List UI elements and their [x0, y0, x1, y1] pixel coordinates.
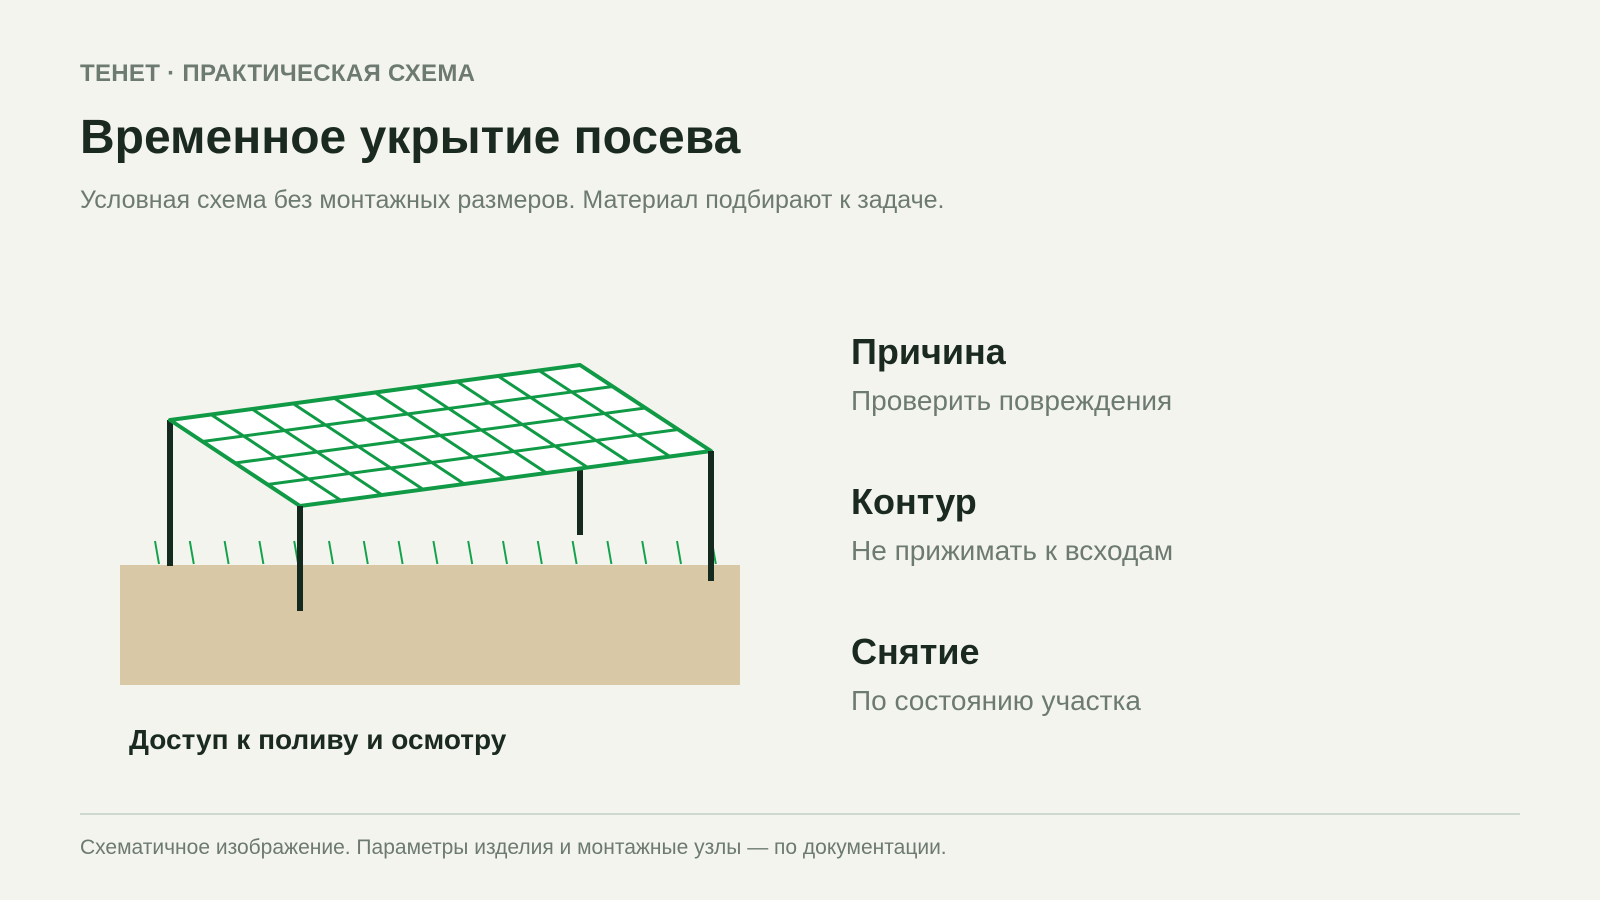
- seedling: [223, 540, 230, 565]
- seedling: [641, 540, 648, 565]
- seedling: [362, 540, 369, 565]
- seedling: [606, 540, 613, 565]
- seedling: [676, 540, 682, 565]
- seedling: [467, 540, 474, 565]
- info-text: Не прижимать к всходам: [851, 535, 1174, 566]
- seedling: [397, 540, 404, 565]
- net-line-long: [202, 385, 613, 443]
- seedling: [571, 540, 578, 565]
- seedling: [188, 540, 195, 565]
- seedlings: [154, 540, 717, 565]
- info-list: Причина Проверить повреждения Контур Не …: [851, 330, 1491, 780]
- info-heading: Причина: [851, 331, 1006, 372]
- info-heading: Снятие: [851, 631, 980, 672]
- eyebrow-label: ТЕНЕТ · ПРАКТИЧЕСКАЯ СХЕМА: [80, 60, 476, 87]
- info-text: По состоянию участка: [851, 685, 1141, 716]
- seedling: [258, 540, 265, 565]
- info-item-cause: Причина Проверить повреждения: [851, 330, 1491, 480]
- info-item-removal: Снятие По состоянию участка: [851, 630, 1491, 780]
- shade-net: [168, 363, 713, 508]
- seedling: [536, 540, 543, 565]
- footer-divider: [80, 813, 1520, 815]
- net-line-long: [234, 406, 646, 465]
- page-title: Временное укрытие посева: [80, 111, 741, 164]
- seedling: [154, 540, 160, 565]
- info-heading: Контур: [851, 481, 977, 522]
- diagram-caption: Доступ к поливу и осмотру: [129, 724, 507, 755]
- seedling: [432, 540, 439, 565]
- soil-bed: [120, 565, 740, 685]
- info-text: Проверить повреждения: [851, 385, 1173, 416]
- front-posts: [297, 451, 714, 611]
- seedling: [328, 540, 334, 565]
- footer-note: Схематичное изображение. Параметры издел…: [80, 836, 947, 859]
- net-mesh: [202, 369, 679, 502]
- seedling: [502, 540, 508, 565]
- shade-net-diagram: [120, 363, 740, 685]
- net-line-long: [267, 428, 679, 486]
- info-item-contour: Контур Не прижимать к всходам: [851, 480, 1491, 630]
- page-subtitle: Условная схема без монтажных размеров. М…: [80, 186, 945, 214]
